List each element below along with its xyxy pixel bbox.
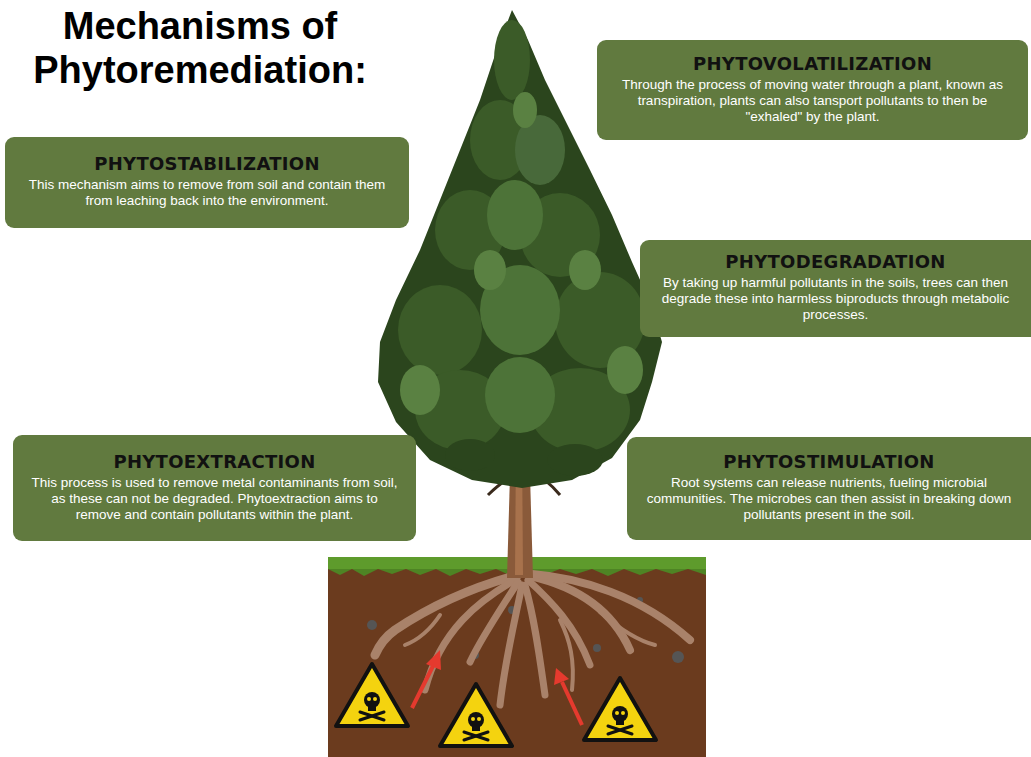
foliage bbox=[400, 365, 440, 415]
hazard-symbol bbox=[336, 664, 408, 726]
stone bbox=[593, 644, 601, 652]
box-heading: PHYTOSTIMULATION bbox=[723, 451, 934, 473]
foliage bbox=[494, 20, 530, 100]
mechanism-box: PHYTOVOLATILIZATIONThrough the process o… bbox=[597, 40, 1028, 140]
arrowhead bbox=[426, 650, 441, 670]
root bbox=[500, 585, 522, 705]
root bbox=[530, 576, 630, 650]
soil-block bbox=[328, 562, 706, 757]
diagram-title: Mechanisms of Phytoremediation: bbox=[4, 4, 396, 92]
foliage bbox=[398, 285, 482, 375]
uptake-arrow bbox=[562, 682, 582, 725]
soil bbox=[328, 557, 706, 757]
foliage bbox=[607, 346, 643, 394]
stone bbox=[672, 651, 684, 663]
box-body: Root systems can release nutrients, fuel… bbox=[641, 475, 1017, 523]
hazard-symbol bbox=[584, 678, 656, 740]
root bbox=[405, 615, 440, 645]
uptake-arrows bbox=[412, 650, 582, 725]
hazard-symbol bbox=[440, 684, 512, 746]
box-body: This process is used to remove metal con… bbox=[27, 475, 402, 523]
box-heading: PHYTOEXTRACTION bbox=[113, 451, 315, 473]
foliage bbox=[487, 180, 543, 250]
box-body: By taking up harmful pollutants in the s… bbox=[654, 275, 1017, 323]
uptake-arrow bbox=[412, 664, 434, 708]
root bbox=[600, 612, 655, 645]
box-heading: PHYTOVOLATILIZATION bbox=[693, 53, 932, 75]
box-heading: PHYTOSTABILIZATION bbox=[94, 153, 320, 175]
mechanism-box: PHYTOEXTRACTIONThis process is used to r… bbox=[13, 435, 416, 541]
arrowhead bbox=[554, 668, 569, 685]
root bbox=[525, 585, 545, 695]
foliage bbox=[474, 250, 506, 290]
mechanism-box: PHYTOSTIMULATIONRoot systems can release… bbox=[627, 437, 1031, 540]
foliage bbox=[547, 444, 603, 476]
stone bbox=[367, 620, 377, 630]
foliage bbox=[445, 439, 495, 471]
foliage bbox=[485, 357, 555, 433]
box-body: Through the process of moving water thro… bbox=[611, 77, 1014, 125]
foliage bbox=[513, 92, 537, 128]
mechanism-box: PHYTOSTABILIZATIONThis mechanism aims to… bbox=[5, 137, 409, 228]
root bbox=[532, 574, 690, 640]
box-body: This mechanism aims to remove from soil … bbox=[19, 177, 395, 209]
box-heading: PHYTODEGRADATION bbox=[725, 251, 945, 273]
mechanism-box: PHYTODEGRADATIONBy taking up harmful pol… bbox=[640, 240, 1031, 337]
foliage bbox=[569, 250, 601, 290]
